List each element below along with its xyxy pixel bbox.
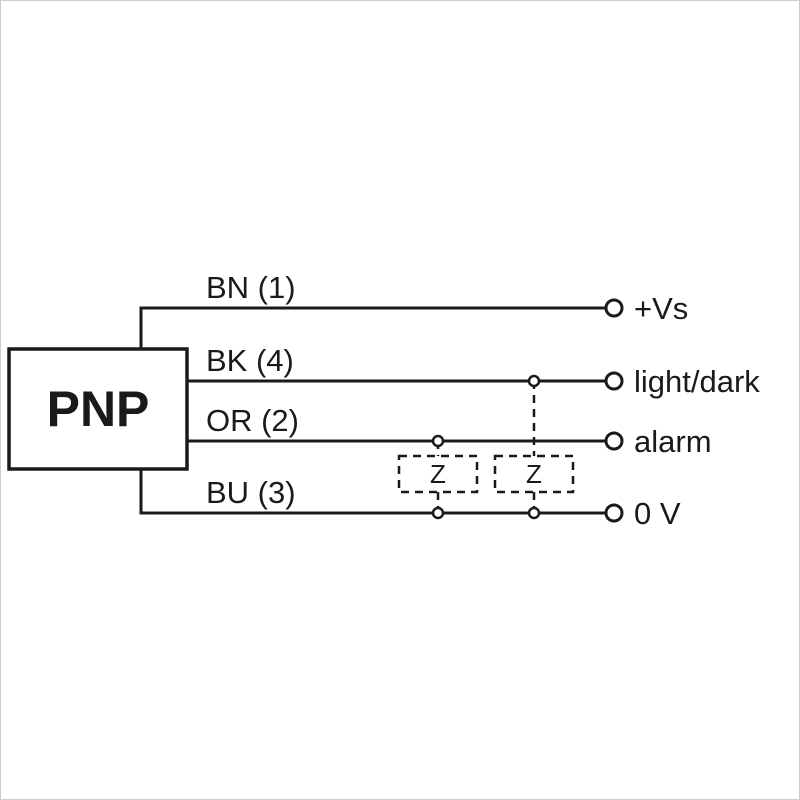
wire-bk-label: BK (4): [206, 343, 294, 378]
node-or-junction: [431, 434, 445, 448]
wire-bu-line: [139, 469, 605, 515]
terminal-alarm-label: alarm: [634, 424, 712, 459]
terminal-0v-circle: [604, 503, 624, 523]
terminal-vs-label: +Vs: [634, 291, 688, 326]
wire-bu-label: BU (3): [206, 475, 296, 510]
impedance-label-1: Z: [430, 459, 446, 489]
impedance-label-2: Z: [526, 459, 542, 489]
pnp-device-label: PNP: [47, 381, 150, 437]
node-0v-junction-1: [431, 506, 445, 520]
wire-bn-line: [139, 306, 605, 349]
node-0v-junction-2: [527, 506, 541, 520]
wire-or-label: OR (2): [206, 403, 299, 438]
terminal-alarm-circle: [604, 431, 624, 451]
terminal-0v-label: 0 V: [634, 496, 681, 531]
impedance-box-1: [397, 454, 479, 494]
wire-bn-label: BN (1): [206, 270, 296, 305]
terminal-lightdark-label: light/dark: [634, 364, 760, 399]
terminal-lightdark-circle: [604, 371, 624, 391]
pnp-device-box: [7, 347, 189, 471]
terminal-vs-circle: [604, 298, 624, 318]
node-bk-junction: [527, 374, 541, 388]
impedance-box-2: [493, 454, 575, 494]
